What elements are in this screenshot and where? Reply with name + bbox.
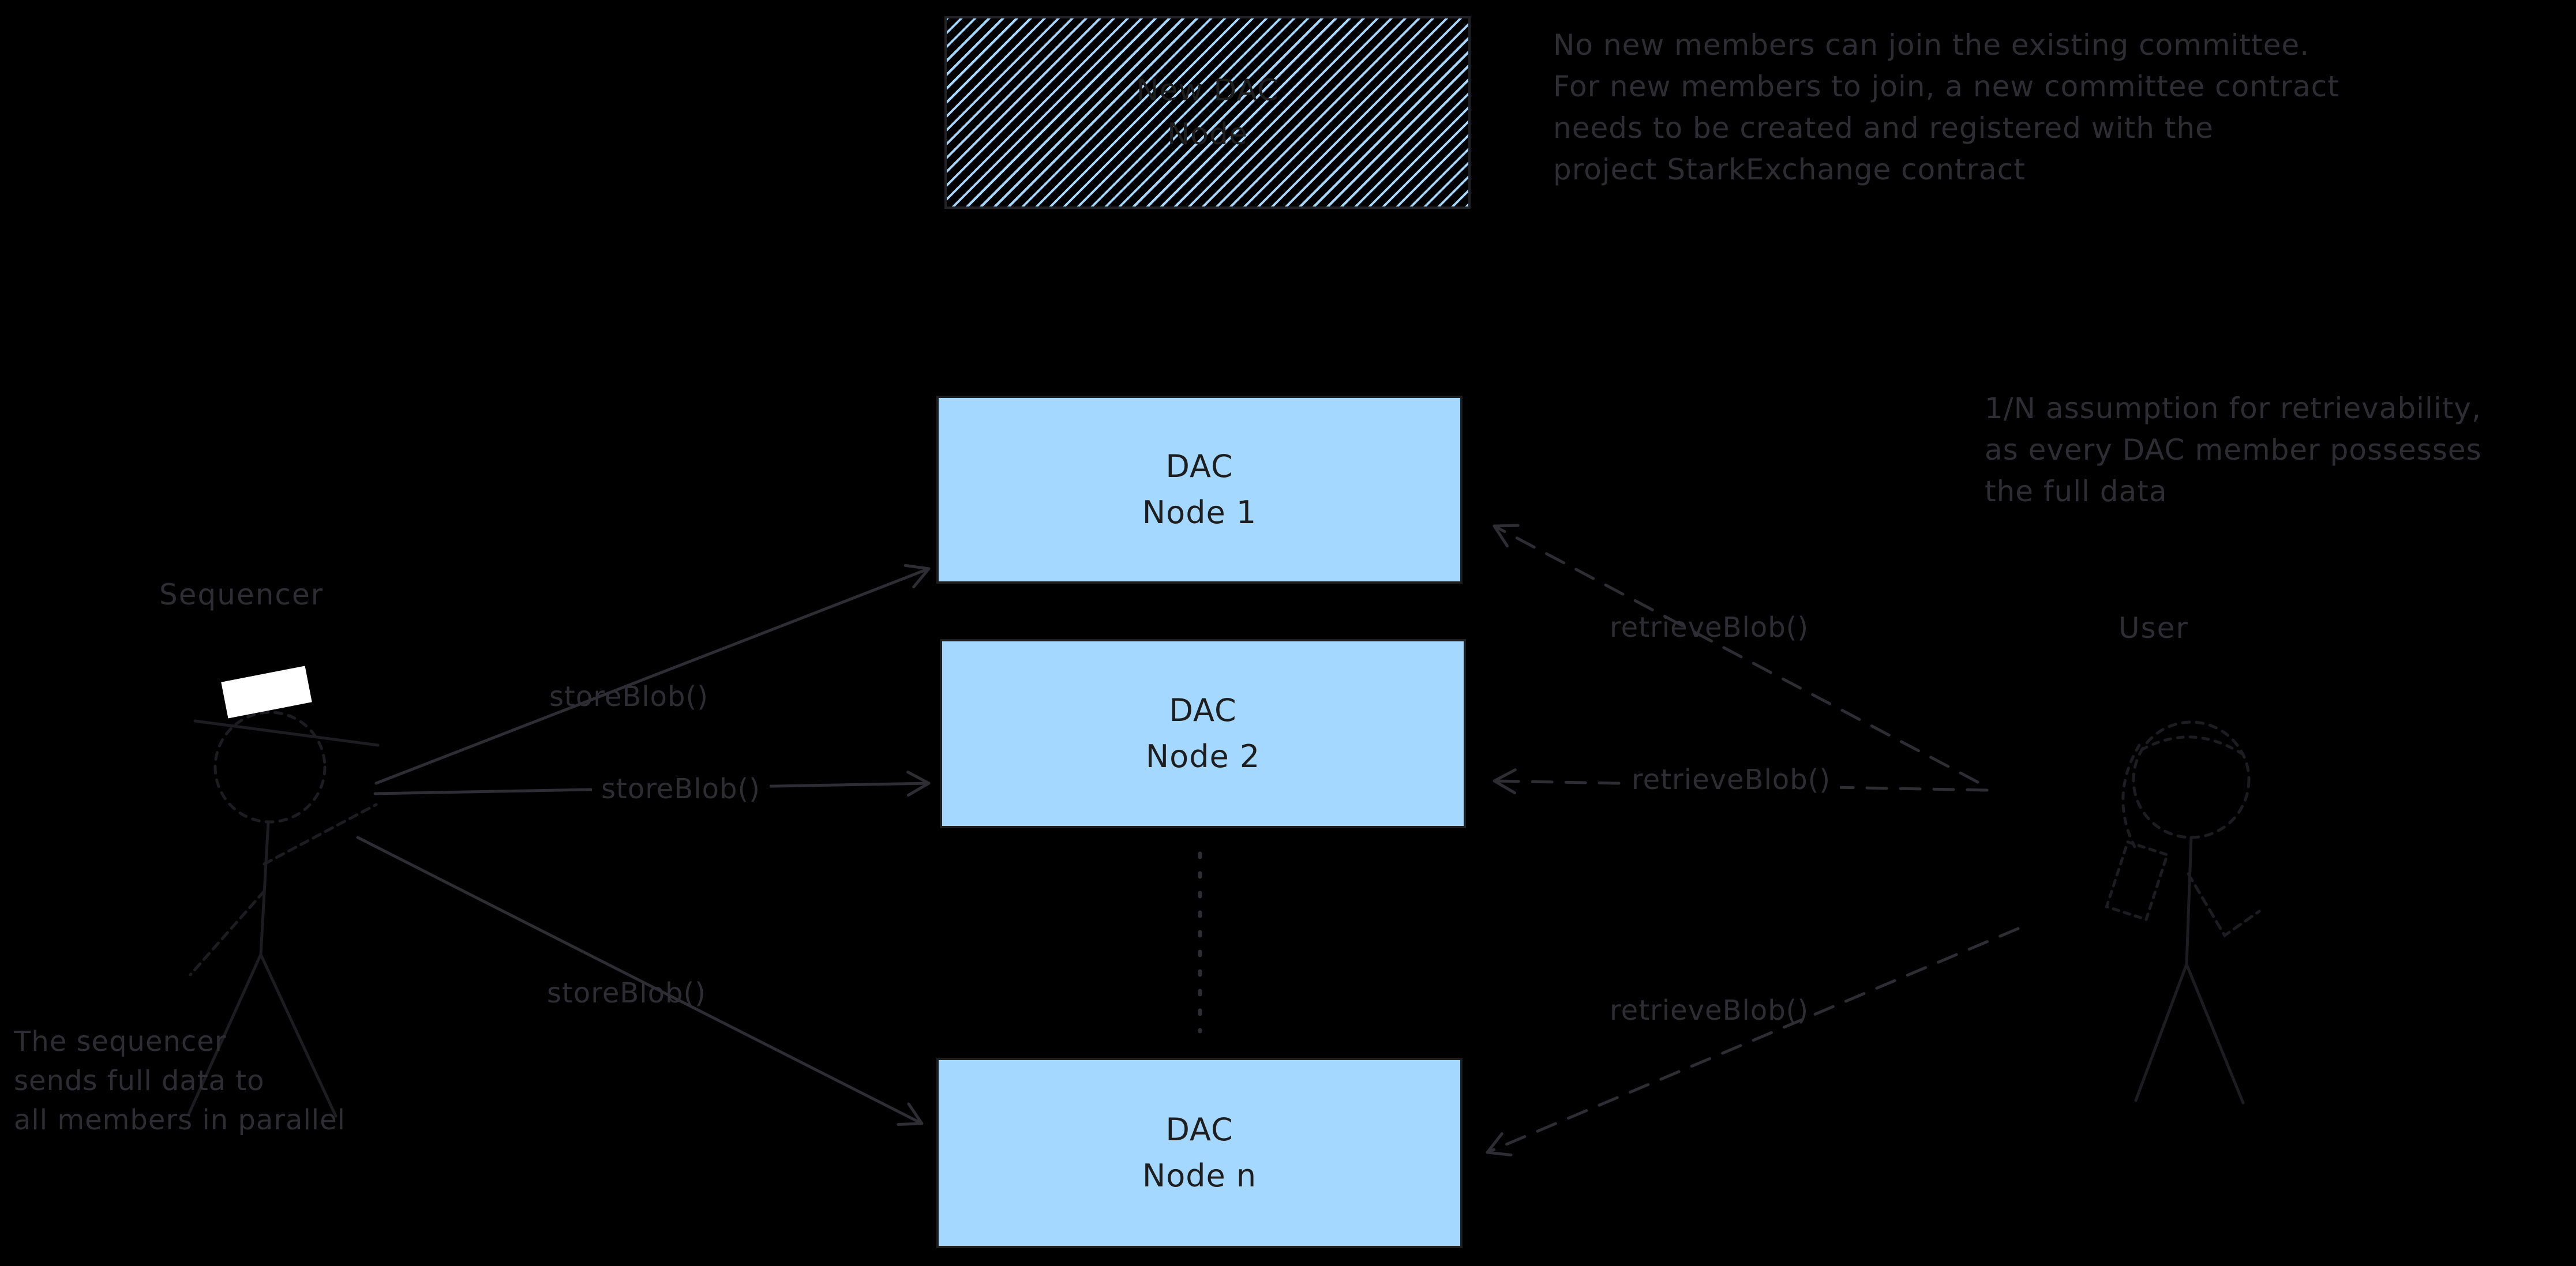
- storeblob-arrow-3: [356, 836, 924, 1126]
- user-leg-right: [2185, 963, 2245, 1105]
- sequencer-arm-right: [263, 803, 378, 866]
- user-label: User: [2118, 611, 2189, 645]
- sequencer-note-line: all members in parallel: [14, 1104, 346, 1136]
- sequencer-label: Sequencer: [159, 578, 324, 611]
- sequencer-hat: [221, 666, 312, 719]
- sequencer-note-line: sends full data to: [14, 1065, 265, 1097]
- dac-node-1-line1: DAC: [1165, 448, 1233, 484]
- retrieveblob-label-3: retrieveBlob(): [1610, 994, 1809, 1027]
- user-arm: [2187, 872, 2261, 938]
- user-hair-side: [2121, 743, 2141, 848]
- sequencer-body: [259, 820, 270, 956]
- retrieveblob-label-2: retrieveBlob(): [1622, 764, 1840, 796]
- sequencer-leg-left: [188, 953, 263, 1115]
- storeblob-label-2: storeBlob(): [592, 773, 770, 805]
- storeblob-label-1: storeBlob(): [549, 681, 708, 713]
- sequencer-leg-right: [259, 953, 338, 1118]
- dac-node-n-line2: Node n: [1142, 1158, 1257, 1194]
- dac-node-2-line2: Node 2: [1145, 738, 1261, 775]
- retrieveblob-arrow-1: [1493, 524, 1979, 784]
- user-phone: [2105, 840, 2169, 922]
- committee-note-line: needs to be created and registered with …: [1553, 111, 2214, 145]
- user-head: [2132, 720, 2251, 839]
- user-body: [2185, 836, 2193, 966]
- committee-note-line: No new members can join the existing com…: [1553, 28, 2310, 62]
- sequencer-note: The sequencer sends full data to all mem…: [14, 1022, 346, 1140]
- sequencer-head: [213, 711, 327, 824]
- retrievability-note-line: 1/N assumption for retrievability,: [1985, 392, 2481, 425]
- new-dac-node-box: New DAC Node: [944, 16, 1471, 209]
- dac-node-2: DAC Node 2: [940, 639, 1466, 828]
- storeblob-arrow-1: [374, 563, 931, 785]
- retrievability-note-line: the full data: [1985, 475, 2168, 508]
- dac-node-1-line2: Node 1: [1142, 494, 1257, 531]
- new-dac-node-label-line2: Node: [1167, 117, 1248, 152]
- committee-note-line: For new members to join, a new committee…: [1553, 70, 2339, 103]
- sequencer-hat-brim: [193, 719, 380, 747]
- dac-node-1: DAC Node 1: [936, 396, 1463, 584]
- user-figure: [2105, 720, 2261, 1105]
- retrieveblob-arrow-3: [1486, 927, 2020, 1156]
- dac-node-n: DAC Node n: [936, 1058, 1463, 1248]
- sequencer-arm-left: [189, 889, 266, 976]
- user-hair-fringe: [2140, 735, 2245, 756]
- committee-note-line: project StarkExchange contract: [1553, 153, 2026, 186]
- user-leg-left: [2134, 963, 2188, 1102]
- dac-node-2-line1: DAC: [1169, 692, 1237, 728]
- committee-note: No new members can join the existing com…: [1553, 24, 2339, 190]
- dac-node-n-line1: DAC: [1165, 1111, 1233, 1148]
- sequencer-note-line: The sequencer: [14, 1025, 227, 1058]
- new-dac-node-label-line1: New DAC: [1136, 73, 1279, 108]
- retrievability-note-line: as every DAC member possesses: [1985, 433, 2482, 467]
- sequencer-figure: [188, 666, 380, 1118]
- storeblob-label-3: storeBlob(): [547, 977, 706, 1009]
- retrievability-note: 1/N assumption for retrievability, as ev…: [1985, 388, 2482, 512]
- retrieveblob-label-1: retrieveBlob(): [1610, 611, 1809, 644]
